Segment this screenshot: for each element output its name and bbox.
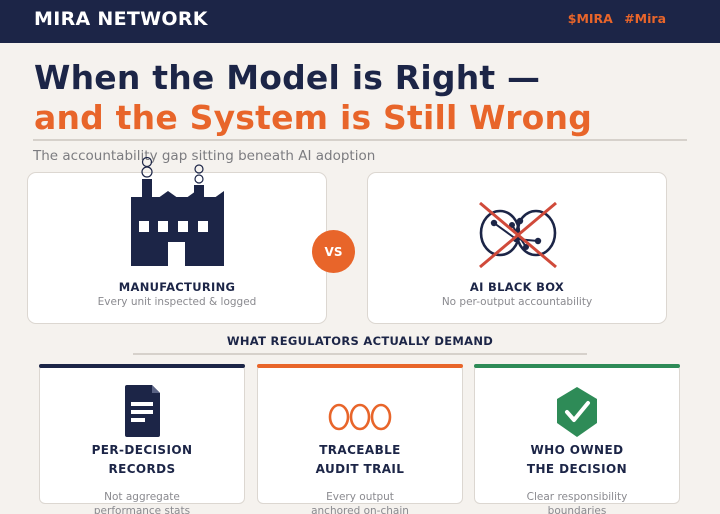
demands-title: WHAT REGULATORS ACTUALLY DEMAND (226, 334, 494, 348)
subtitle: The accountability gap sitting beneath A… (33, 148, 376, 164)
card-accent-line (474, 364, 680, 368)
demand-sub-line-2: anchored on-chain (311, 505, 409, 514)
demand-sub-line-2: boundaries (547, 505, 607, 514)
manufacturing-sub: Every unit inspected & logged (97, 296, 257, 308)
demand-label-line-1: WHO OWNED (530, 443, 624, 457)
demand-card-ownership: WHO OWNED THE DECISION Clear responsibil… (474, 364, 680, 514)
card-accent-line (257, 364, 463, 368)
demand-label: PER-DECISION RECORDS (40, 441, 244, 478)
demand-label-line-1: TRACEABLE (319, 443, 401, 457)
ticker-tag: $MIRA (567, 11, 613, 26)
demand-sub-line-1: Every output (326, 491, 394, 503)
demand-label-line-2: THE DECISION (526, 461, 628, 476)
demand-card-audit: TRACEABLE AUDIT TRAIL Every output ancho… (257, 364, 463, 514)
demand-sub: Clear responsibility boundaries (475, 490, 679, 514)
demand-card-records: PER-DECISION RECORDS Not aggregate perfo… (39, 364, 245, 514)
demand-sub: Not aggregate performance stats (40, 490, 244, 514)
ai-black-box-icon (476, 199, 562, 275)
manufacturing-card: MANUFACTURING Every unit inspected & log… (27, 156, 327, 324)
headline: When the Model is Right — and the System… (34, 58, 592, 138)
headline-line-1: When the Model is Right — (34, 58, 541, 97)
demand-label-line-2: RECORDS (108, 461, 176, 476)
brand-name: MIRA NETWORK (34, 8, 208, 30)
header-tags: $MIRA #Mira (561, 11, 666, 26)
factory-icon (126, 156, 226, 273)
demand-sub-line-1: Not aggregate (104, 491, 180, 503)
shield-check-icon (475, 385, 679, 439)
demands-divider (133, 353, 587, 355)
demand-label-line-2: AUDIT TRAIL (315, 461, 405, 476)
top-bar: MIRA NETWORK $MIRA #Mira (0, 0, 720, 43)
demand-sub: Every output anchored on-chain (258, 490, 462, 514)
demand-label: TRACEABLE AUDIT TRAIL (258, 441, 462, 478)
demand-label-line-1: PER-DECISION (91, 443, 193, 457)
demand-sub-line-1: Clear responsibility (526, 491, 628, 503)
headline-divider (33, 139, 687, 141)
document-icon (40, 383, 244, 439)
ai-black-box-card: AI BLACK BOX No per-output accountabilit… (367, 172, 667, 324)
card-accent-line (39, 364, 245, 368)
demand-label: WHO OWNED THE DECISION (475, 441, 679, 478)
ai-black-box-sub: No per-output accountability (441, 296, 593, 308)
ai-black-box-label: AI BLACK BOX (469, 280, 565, 294)
headline-line-2: and the System is Still Wrong (34, 98, 593, 137)
vs-badge: VS (312, 230, 355, 273)
manufacturing-label: MANUFACTURING (118, 280, 236, 294)
hashtag-tag: #Mira (624, 11, 666, 26)
demand-sub-line-2: performance stats (93, 505, 191, 514)
chain-icon (258, 401, 462, 433)
